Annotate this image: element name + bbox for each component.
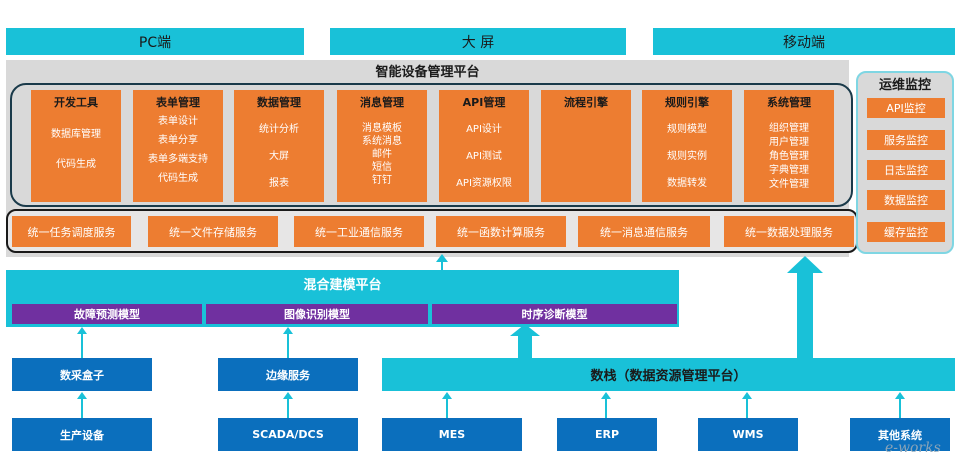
source-erp: ERP xyxy=(557,418,657,451)
arrowhead xyxy=(283,327,293,334)
ops-title: 运维监控 xyxy=(878,78,931,93)
arrow-datastack-to-hybrid xyxy=(518,335,532,358)
arrowhead xyxy=(895,392,905,399)
module-item: API测试 xyxy=(466,151,502,162)
module-item: 文件管理 xyxy=(769,179,809,190)
ops-item-data: 数据监控 xyxy=(867,190,945,210)
service-message-comm: 统一消息通信服务 xyxy=(578,216,710,247)
data-stack-platform: 数栈（数据资源管理平台） xyxy=(382,358,955,391)
arrowhead xyxy=(442,392,452,399)
module-item: 系统消息 xyxy=(362,136,402,147)
module-item: API设计 xyxy=(466,124,502,135)
module-item: 大屏 xyxy=(269,151,289,162)
module-item: 消息模板 xyxy=(362,123,402,134)
module-workflow-engine: 流程引擎 xyxy=(541,90,631,202)
arrowhead xyxy=(510,324,540,336)
module-item: 表单设计 xyxy=(158,116,198,127)
module-system-mgmt: 系统管理 组织管理 用户管理 角色管理 字典管理 文件管理 xyxy=(744,90,834,202)
module-title: 系统管理 xyxy=(767,96,811,109)
service-industrial-comm: 统一工业通信服务 xyxy=(294,216,424,247)
arrowhead xyxy=(436,254,448,262)
module-title: 数据管理 xyxy=(257,96,301,109)
model-image-recognition: 图像识别模型 xyxy=(206,304,428,324)
production-equipment: 生产设备 xyxy=(12,418,152,451)
module-title: 规则引擎 xyxy=(665,96,709,109)
module-title: 消息管理 xyxy=(360,96,404,109)
module-item: 组织管理 xyxy=(769,123,809,134)
module-item: API资源权限 xyxy=(456,178,512,189)
source-wms: WMS xyxy=(698,418,798,451)
edge-service: 边缘服务 xyxy=(218,358,358,391)
service-data-processing: 统一数据处理服务 xyxy=(724,216,854,247)
model-fault-prediction: 故障预测模型 xyxy=(12,304,202,324)
client-pc: PC端 xyxy=(6,28,304,55)
arrow-datastack-to-platform xyxy=(797,272,813,358)
module-rule-engine: 规则引擎 规则模型 规则实例 数据转发 xyxy=(642,90,732,202)
module-title: 开发工具 xyxy=(54,96,98,109)
ops-item-cache: 缓存监控 xyxy=(867,222,945,242)
module-item: 角色管理 xyxy=(769,151,809,162)
module-title: 流程引擎 xyxy=(564,96,608,109)
client-mobile: 移动端 xyxy=(653,28,955,55)
service-task-scheduling: 统一任务调度服务 xyxy=(12,216,131,247)
module-item: 用户管理 xyxy=(769,137,809,148)
module-item: 规则实例 xyxy=(667,151,707,162)
module-api-mgmt: API管理 API设计 API测试 API资源权限 xyxy=(439,90,529,202)
module-item: 报表 xyxy=(269,178,289,189)
scada-dcs: SCADA/DCS xyxy=(218,418,358,451)
module-item: 代码生成 xyxy=(158,173,198,184)
source-mes: MES xyxy=(382,418,522,451)
ops-item-service: 服务监控 xyxy=(867,130,945,150)
arrowhead xyxy=(77,327,87,334)
module-dev-tools: 开发工具 数据库管理 代码生成 xyxy=(31,90,121,202)
module-title: 表单管理 xyxy=(156,96,200,109)
data-collection-box: 数采盒子 xyxy=(12,358,152,391)
module-title: API管理 xyxy=(462,96,506,109)
module-item: 数据库管理 xyxy=(51,129,101,140)
module-item: 邮件 xyxy=(372,149,392,160)
module-item: 字典管理 xyxy=(769,165,809,176)
arrowhead xyxy=(283,392,293,399)
module-message-mgmt: 消息管理 消息模板 系统消息 邮件 短信 钉钉 xyxy=(337,90,427,202)
module-item: 统计分析 xyxy=(259,124,299,135)
hybrid-title: 混合建模平台 xyxy=(303,278,382,293)
ops-item-api: API监控 xyxy=(867,98,945,118)
module-form-mgmt: 表单管理 表单设计 表单分享 表单多端支持 代码生成 xyxy=(133,90,223,202)
arrowhead xyxy=(601,392,611,399)
module-item: 钉钉 xyxy=(372,175,392,186)
watermark-logo: e-works xyxy=(885,440,941,456)
model-timeseries-diagnosis: 时序诊断模型 xyxy=(432,304,677,324)
service-file-storage: 统一文件存储服务 xyxy=(148,216,278,247)
arrowhead xyxy=(787,256,823,273)
module-item: 代码生成 xyxy=(56,159,96,170)
source-other-systems: 其他系统 xyxy=(850,418,950,451)
service-function-compute: 统一函数计算服务 xyxy=(436,216,566,247)
module-item: 表单分享 xyxy=(158,135,198,146)
module-item: 表单多端支持 xyxy=(148,154,208,165)
client-bigscreen: 大 屏 xyxy=(330,28,626,55)
module-item: 短信 xyxy=(372,162,392,173)
module-data-mgmt: 数据管理 统计分析 大屏 报表 xyxy=(234,90,324,202)
module-item: 数据转发 xyxy=(667,178,707,189)
arrowhead xyxy=(77,392,87,399)
arrowhead xyxy=(742,392,752,399)
module-item: 规则模型 xyxy=(667,124,707,135)
platform-title: 智能设备管理平台 xyxy=(375,64,480,80)
ops-item-log: 日志监控 xyxy=(867,160,945,180)
